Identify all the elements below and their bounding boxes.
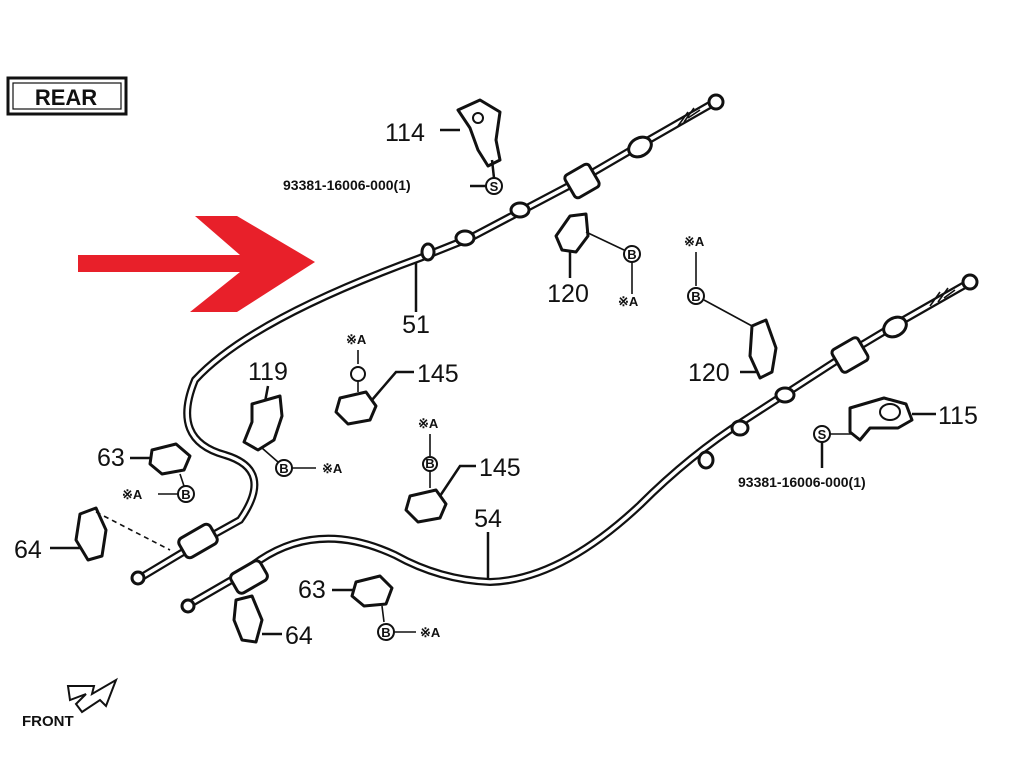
callout-54: 54 [474, 505, 502, 533]
callout-145-top: 145 [417, 360, 459, 388]
note-a: ※A [418, 416, 439, 431]
part-120-left-clip: B ※A 120 [547, 212, 641, 309]
callout-64-bottom: 64 [285, 622, 313, 650]
part-145-mid-clip: ※A B 145 [404, 416, 521, 524]
callout-63-bottom: 63 [298, 576, 326, 604]
part-63-bottom-clip: 63 B ※A [298, 574, 441, 641]
note-a: ※A [618, 294, 639, 309]
code-93381-right: 93381-16006-000(1) [738, 474, 866, 490]
note-a: ※A [684, 234, 705, 249]
part-119-bracket: 119 B ※A [242, 358, 343, 477]
part-64-left-bracket: 64 [14, 506, 171, 564]
part-114-bracket: 114 S 93381-16006-000(1) [283, 98, 503, 195]
cable-54 [180, 273, 979, 614]
note-a: ※A [346, 332, 367, 347]
note-a: ※A [420, 625, 441, 640]
front-label: FRONT [22, 713, 74, 730]
note-a: ※A [322, 461, 343, 476]
b-symbol: B [627, 247, 636, 262]
callout-63-left: 63 [97, 444, 125, 472]
part-120-right-clip: ※A B 120 [684, 234, 778, 387]
s-symbol: S [490, 179, 499, 194]
front-direction-marker: FRONT [22, 677, 118, 730]
rear-label: REAR [35, 85, 97, 110]
front-arrow-icon [66, 677, 118, 714]
part-64-bottom-bracket: 64 [232, 594, 313, 650]
code-93381-top: 93381-16006-000(1) [283, 177, 411, 193]
s-symbol: S [818, 427, 827, 442]
b-symbol-icon [687, 287, 705, 305]
callout-145-mid: 145 [479, 454, 521, 482]
part-63-left-clip: 63 B ※A [97, 442, 195, 503]
callout-120-right: 120 [688, 359, 730, 387]
callout-120-left: 120 [547, 280, 589, 308]
callout-115: 115 [938, 402, 978, 430]
callout-51: 51 [402, 311, 430, 339]
b-symbol: B [425, 456, 434, 471]
cable-51 [130, 93, 725, 586]
red-arrow-icon [78, 216, 315, 312]
b-symbol: B [381, 625, 390, 640]
callout-119: 119 [248, 358, 288, 386]
callout-114: 114 [385, 119, 425, 147]
part-145-top-clip: ※A 145 [334, 332, 459, 426]
b-symbol: B [279, 461, 288, 476]
b-symbol: B [691, 289, 700, 304]
part-115-bracket: 115 S 93381-16006-000(1) [738, 396, 978, 490]
rear-direction-label: REAR [6, 76, 128, 116]
b-symbol: B [181, 487, 190, 502]
note-a: ※A [122, 487, 143, 502]
callout-64-left: 64 [14, 536, 42, 564]
